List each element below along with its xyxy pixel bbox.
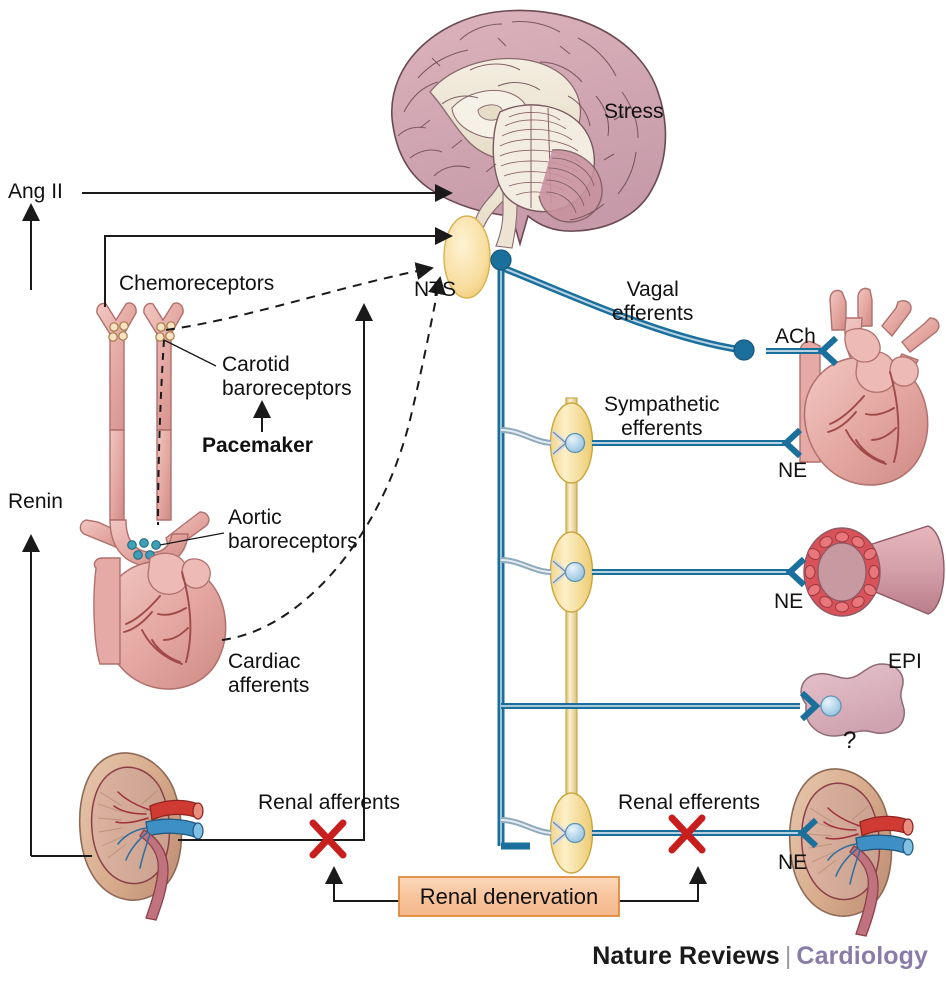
label-ne-heart: NE [778, 459, 808, 482]
dashed-afferent-lines [157, 262, 446, 641]
kidney-right-illustration [788, 768, 914, 937]
label-ne-vessel: NE [774, 590, 804, 613]
label-ach: ACh [775, 325, 816, 348]
blood-vessel-illustration [803, 525, 945, 617]
label-pacemaker: Pacemaker [202, 434, 313, 457]
brand-divider: | [784, 942, 792, 970]
label-nts: NTS [414, 278, 456, 301]
label-renal-efferents: Renal efferents [618, 791, 761, 814]
x-mark-renal-efferents [668, 814, 706, 854]
renal-afferent-path [178, 303, 373, 841]
label-renin: Renin [8, 490, 63, 513]
synapse-node [564, 432, 586, 454]
synapse-node [564, 822, 586, 844]
synapse-node [564, 561, 586, 583]
afferent-connection-lines [22, 184, 453, 857]
denervation-to-efferents [619, 866, 707, 902]
renal-denervation-box [398, 876, 620, 917]
carotid-leader [163, 339, 217, 367]
vagal-terminal-node [733, 339, 755, 361]
ne-heart-terminal [781, 427, 803, 459]
heart-left-illustration [79, 511, 227, 690]
label-vagal-efferents: Vagal efferents [612, 278, 694, 325]
sympathetic-chain [549, 397, 594, 874]
heart-right-illustration [799, 287, 940, 486]
label-epi: EPI [888, 650, 922, 673]
denervation-x-marks [309, 814, 706, 859]
ne-vessel-terminal [785, 556, 807, 588]
vagal-origin-node [490, 249, 512, 271]
label-carotid-baroreceptors: Carotid baroreceptors [222, 353, 352, 400]
label-renal-afferents: Renal afferents [258, 791, 401, 814]
chemoreceptor-line [104, 227, 453, 307]
label-adrenal-question: ? [843, 727, 857, 754]
label-aortic-baroreceptors: Aortic baroreceptors [228, 506, 358, 553]
kidney-left-illustration [78, 752, 204, 921]
brand-name: Nature Reviews [592, 942, 780, 970]
journal-name: Cardiology [796, 942, 928, 970]
ach-receptor-terminal [817, 335, 839, 367]
journal-branding: Nature Reviews|Cardiology [592, 942, 928, 971]
label-stress: Stress [604, 100, 664, 123]
epi-terminal [799, 690, 821, 722]
carotid-internal-dashed [157, 339, 165, 526]
adrenal-synapse-node [820, 695, 842, 717]
label-cardiac-afferents: Cardiac afferents [228, 650, 310, 697]
adrenal-gland-illustration [800, 663, 906, 737]
efferent-neural-pathways [490, 249, 842, 849]
cardiac-afferent-dashed [221, 276, 446, 641]
x-mark-renal-afferents [309, 819, 347, 859]
label-renal-denervation: Renal denervation [419, 884, 599, 909]
label-ang-ii: Ang II [8, 180, 63, 203]
denervation-to-afferents [325, 866, 399, 902]
ne-kidney-terminal [797, 817, 819, 849]
label-sympathetic-efferents: Sympathetic efferents [604, 393, 720, 440]
carotid-arteries-illustration [96, 302, 184, 521]
denervation-linkage [325, 866, 707, 902]
carotid-baroreceptor-dashed [165, 262, 434, 331]
nts-nucleus [443, 215, 491, 299]
label-ne-kidney: NE [778, 851, 808, 874]
aortic-leader [159, 532, 225, 546]
brain-illustration [391, 9, 667, 249]
label-chemoreceptors: Chemoreceptors [119, 272, 275, 295]
